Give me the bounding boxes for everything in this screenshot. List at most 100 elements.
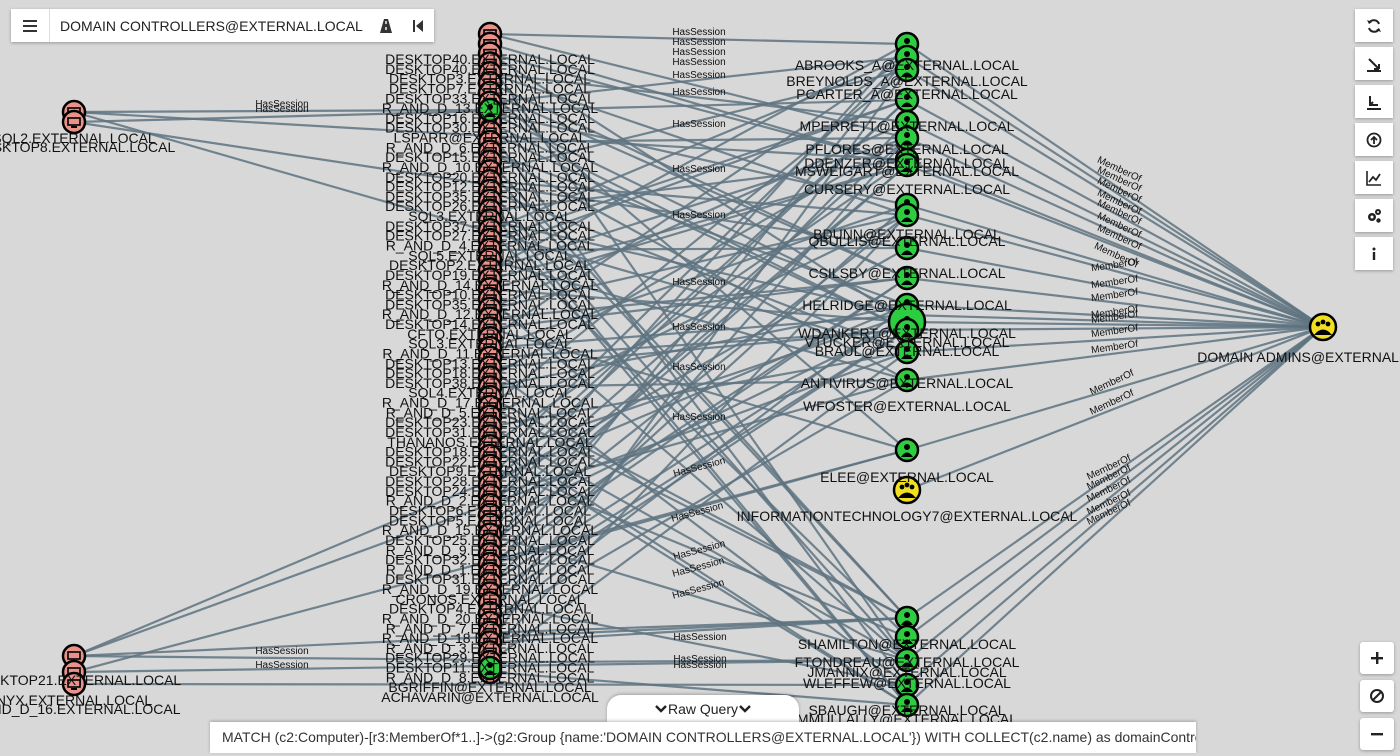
edge-has-session: [489, 214, 908, 654]
edge-has-session: [489, 121, 908, 546]
edge-member-of: [906, 325, 1324, 492]
edge-label-has-session: HasSession: [673, 632, 726, 643]
node-label-computer: DESKTOP33.EXTERNAL.LOCAL: [385, 90, 595, 106]
user-node[interactable]: [894, 692, 920, 718]
node-label-computer: R_AND_D_2.EXTERNAL.LOCAL: [386, 493, 595, 509]
edge-has-session: [489, 32, 908, 46]
node-label-computer: R_AND_D_6.EXTERNAL.LOCAL: [386, 139, 595, 155]
refresh-button[interactable]: [1355, 9, 1393, 42]
upload-button[interactable]: [1355, 123, 1393, 156]
edge-label-has-session: HasSession: [672, 164, 725, 175]
search-bar: DOMAIN CONTROLLERS@EXTERNAL.LOCAL: [11, 9, 434, 42]
edge-label-has-session: HasSession: [255, 99, 308, 110]
edge-has-session: [489, 131, 908, 331]
edge-has-session: [73, 108, 491, 114]
edge-member-of: [906, 320, 1324, 329]
node-label-computer: DESKTOP11.EXTERNAL.LOCAL: [386, 660, 595, 676]
group-node[interactable]: [892, 475, 922, 505]
edge-member-of: [906, 163, 1324, 329]
raw-query-input[interactable]: MATCH (c2:Computer)-[r3:MemberOf*1..]->(…: [210, 722, 1196, 753]
node-label-computer: R_AND_D_7.EXTERNAL.LOCAL: [386, 620, 595, 636]
zoom-controls: [1360, 642, 1394, 756]
edge-has-session: [489, 52, 908, 323]
edge-has-session: [489, 163, 908, 291]
user-node[interactable]: [894, 57, 920, 83]
node-label-computer: R_AND_D_17.EXTERNAL.LOCAL: [382, 395, 599, 411]
edge-label-has-session: HasSession: [672, 70, 725, 81]
reset-zoom-button[interactable]: [1360, 680, 1394, 712]
search-input[interactable]: DOMAIN CONTROLLERS@EXTERNAL.LOCAL: [60, 17, 363, 34]
node-label-computer: R_AND_D_18.EXTERNAL.LOCAL: [382, 630, 599, 646]
export-button[interactable]: [1355, 47, 1393, 80]
node-label-computer: DESKTOP7.EXTERNAL.LOCAL: [389, 80, 591, 96]
back-button[interactable]: [402, 9, 434, 42]
node-label-computer: CFTO.EXTERNAL.LOCAL: [407, 326, 573, 342]
import-button[interactable]: [1355, 85, 1393, 118]
node-label-computer: DESKTOP29.EXTERNAL.LOCAL: [385, 650, 595, 666]
pathfinding-button[interactable]: [370, 9, 402, 42]
node-label-user: ELEE@EXTERNAL.LOCAL: [820, 469, 994, 485]
edge-has-session: [489, 379, 908, 624]
edge-has-session: [489, 98, 908, 242]
user-node[interactable]: [894, 605, 920, 631]
user-node[interactable]: [894, 367, 920, 393]
edge-has-session: [73, 682, 908, 687]
computer-node[interactable]: [61, 109, 87, 135]
user-node[interactable]: [894, 125, 920, 151]
database-info-button[interactable]: [1355, 161, 1393, 194]
edge-has-session: [489, 406, 908, 619]
user-node[interactable]: [894, 152, 920, 178]
edge-has-session: [489, 321, 908, 526]
zoom-in-button[interactable]: [1360, 642, 1394, 674]
node-label-computer: R_AND_D_1.EXTERNAL.LOCAL: [386, 561, 595, 577]
edge-label-has-session: HasSession: [672, 57, 725, 68]
ban-icon: [1370, 689, 1384, 703]
node-label-computer: DESKTOP16.EXTERNAL.LOCAL: [385, 110, 595, 126]
node-label-group: INFORMATIONTECHNOLOGY7@EXTERNAL.LOCAL: [737, 508, 1078, 524]
edge-has-session: [489, 164, 908, 526]
user-node[interactable]: [477, 655, 503, 681]
about-button[interactable]: [1355, 237, 1393, 270]
zoom-out-button[interactable]: [1360, 718, 1394, 750]
node-label-computer: ND_D_16.EXTERNAL.LOCAL: [0, 701, 181, 717]
node-label-computer: SKTOP8.EXTERNAL.LOCAL: [0, 139, 176, 155]
edge-member-of: [906, 326, 1324, 619]
edge-has-session: [489, 62, 908, 661]
settings-button[interactable]: [1355, 199, 1393, 232]
edge-has-session: [489, 533, 908, 662]
node-label-user: DDENZER@EXTERNAL.LOCAL: [804, 155, 1010, 171]
edge-member-of: [906, 99, 1324, 328]
edge-has-session: [489, 204, 908, 585]
edge-has-session: [489, 150, 908, 307]
user-node[interactable]: [894, 647, 920, 673]
node-label-user: FTONDREAU@EXTERNAL.LOCAL: [795, 654, 1020, 670]
node-label-computer: DESKTOP10.EXTERNAL.LOCAL: [385, 287, 595, 303]
group-node[interactable]: [1308, 312, 1338, 342]
user-node[interactable]: [894, 339, 920, 365]
node-label-user: WDANKERT@EXTERNAL.LOCAL: [798, 325, 1016, 341]
minus-icon: [1371, 733, 1383, 736]
user-node[interactable]: [894, 202, 920, 228]
edge-has-session: [489, 56, 908, 467]
node-label-user: PFLORES@EXTERNAL.LOCAL: [805, 141, 1008, 157]
menu-button[interactable]: [11, 9, 50, 42]
info-icon: [1372, 247, 1376, 260]
edge-has-session: [489, 43, 908, 271]
graph-node-labels: SQL2.EXTERNAL.LOCALSKTOP8.EXTERNAL.LOCAL…: [0, 51, 1400, 727]
user-node[interactable]: [477, 97, 503, 123]
user-node[interactable]: [894, 437, 920, 463]
user-node[interactable]: [894, 265, 920, 291]
node-label-computer: DESKTOP24.EXTERNAL.LOCAL: [385, 483, 595, 499]
edge-has-session: [489, 72, 908, 124]
user-node[interactable]: [894, 317, 920, 343]
edge-has-session: [489, 298, 908, 661]
plus-icon: [1371, 652, 1383, 664]
raw-query-toggle[interactable]: Raw Query: [607, 695, 799, 723]
user-node[interactable]: [894, 235, 920, 261]
edge-member-of: [906, 325, 1324, 382]
raw-query-label: Raw Query: [667, 701, 739, 717]
line-chart-icon: [1366, 170, 1381, 186]
node-label-user: ANTIVIRUS@EXTERNAL.LOCAL: [801, 375, 1014, 391]
computer-node[interactable]: [61, 671, 87, 697]
